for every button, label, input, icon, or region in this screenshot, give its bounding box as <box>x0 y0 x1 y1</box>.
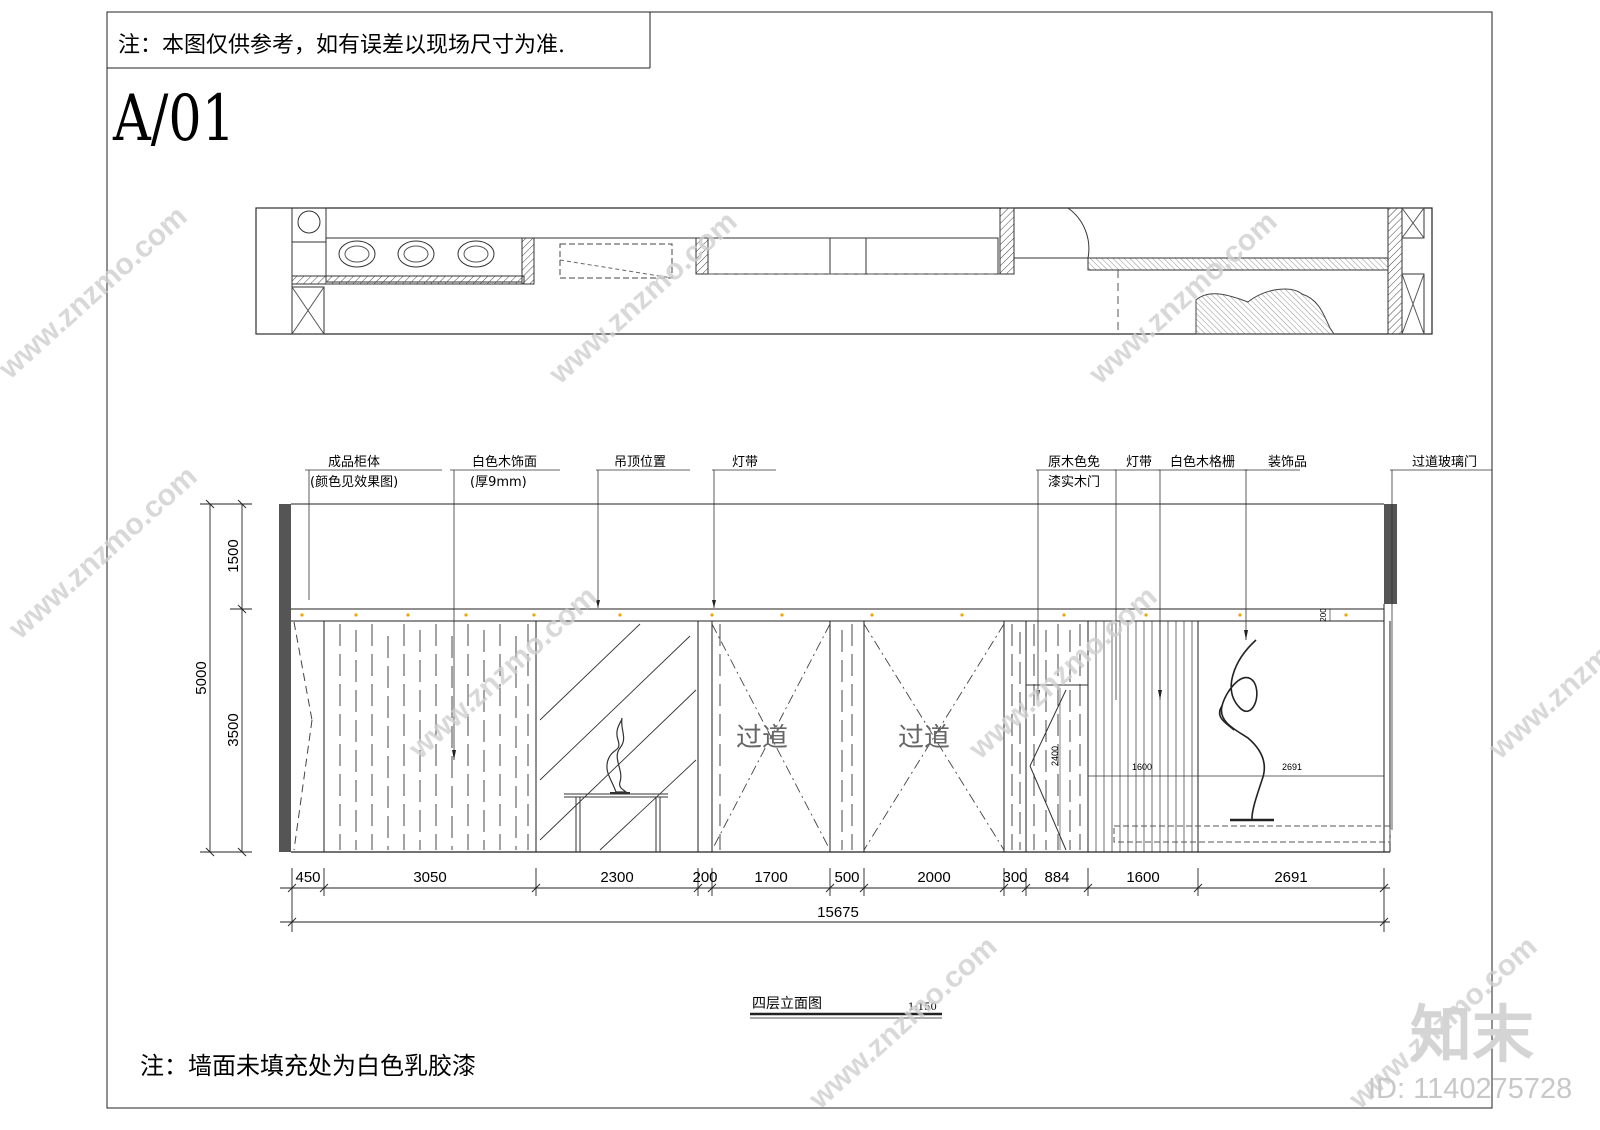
dim-total-height: 5000 <box>193 661 210 694</box>
right-wall <box>1384 504 1397 604</box>
plan-wall-far-right <box>1387 207 1403 335</box>
mirror-panel <box>539 623 697 851</box>
panel-dividers <box>323 621 1199 852</box>
dim-450: 450 <box>295 869 320 886</box>
dim-overall: 15675 <box>817 904 859 921</box>
watermark-5: www.znzmo.com <box>962 580 1164 766</box>
callout-door-2: 漆实木门 <box>1048 474 1100 490</box>
bottom-dimension-lines <box>280 868 1390 932</box>
wood-veneer <box>339 624 1081 850</box>
plan-sink-2 <box>397 240 435 268</box>
sculpture <box>1218 639 1274 822</box>
watermarks: www.znzmo.com www.znzmo.com www.znzmo.co… <box>0 200 1600 1116</box>
callout-light-strip-2: 灯带 <box>1126 455 1152 470</box>
dim-884: 884 <box>1044 869 1069 886</box>
bottom-note: 注：墙面未填充处为白色乳胶漆 <box>140 1052 476 1080</box>
callout-veneer-2: (厚9mm) <box>470 475 527 490</box>
plan-sink-3 <box>457 240 495 268</box>
plan-dashed-ceiling <box>559 243 673 279</box>
passage-label-2: 过道 <box>898 723 950 753</box>
floor-plan <box>255 207 1433 335</box>
callout-glass-door: 过道玻璃门 <box>1412 455 1477 470</box>
dim-lower-height: 3500 <box>225 713 242 746</box>
callout-door-1: 原木色免 <box>1048 454 1100 470</box>
passage-openings <box>711 623 1005 851</box>
callout-cabinet-2: (颜色见效果图) <box>310 474 398 490</box>
brand-id: ID: 1140275728 <box>1368 1073 1572 1105</box>
sheet-frame <box>106 11 1493 1109</box>
callout-decor: 装饰品 <box>1268 455 1307 470</box>
drawing-scale: 1:150 <box>908 1002 937 1013</box>
drawing-title: 四层立面图 <box>752 996 822 1012</box>
inner-dim-1600: 1600 <box>1132 762 1152 772</box>
plan-cylinder <box>297 210 321 234</box>
dim-2000: 2000 <box>917 869 950 886</box>
dim-500: 500 <box>834 869 859 886</box>
watermark-1: www.znzmo.com <box>0 200 193 386</box>
callout-grille: 白色木格栅 <box>1170 454 1235 470</box>
plan-cabinet-x <box>291 286 325 335</box>
elevation: 过道 过道 2400 1600 2691 <box>279 503 1397 853</box>
callouts: 成品柜体 (颜色见效果图) 白色木饰面 (厚9mm) 吊顶位置 灯带 原木色免 … <box>305 454 1492 830</box>
passage-label-1: 过道 <box>736 723 788 753</box>
vertical-dimensions <box>200 499 1331 857</box>
callout-light-strip-1: 灯带 <box>732 455 758 470</box>
dim-300: 300 <box>1002 869 1027 886</box>
plan-wall-hatch <box>291 275 525 285</box>
dim-3050: 3050 <box>413 869 446 886</box>
watermark-7: www.znzmo.com <box>802 930 1004 1116</box>
floor-light-strip <box>1113 825 1391 843</box>
left-wall <box>279 504 291 852</box>
top-note: 注：本图仅供参考，如有误差以现场尺寸为准. <box>118 33 565 58</box>
door-height-dim: 2400 <box>1050 746 1060 766</box>
dim-ceiling-band: 200 <box>1319 608 1328 622</box>
dim-2691: 2691 <box>1274 869 1307 886</box>
plan-decor-rug <box>1195 288 1335 335</box>
plan-sink-1 <box>338 240 376 268</box>
dim-1600: 1600 <box>1126 869 1159 886</box>
plan-wall-right <box>999 207 1015 275</box>
plan-wall-end <box>521 237 535 285</box>
plan-left-column <box>255 207 293 335</box>
brand-logo: 知末 <box>1410 998 1534 1071</box>
watermark-6: www.znzmo.com <box>1482 580 1600 766</box>
ceiling-lights <box>300 613 1348 617</box>
watermark-9: www.znzmo.com <box>2 460 204 646</box>
watermark-2: www.znzmo.com <box>542 205 744 391</box>
sheet-id: A/01 <box>112 82 235 156</box>
bottom-dim-labels: 450 3050 2300 200 1700 500 2000 300 884 … <box>295 869 1307 921</box>
dim-200: 200 <box>692 869 717 886</box>
plan-passage <box>707 237 999 275</box>
callout-cabinet-1: 成品柜体 <box>328 455 380 470</box>
dim-upper-height: 1500 <box>225 539 242 572</box>
plan-cylinder-box <box>291 207 327 243</box>
callout-ceiling: 吊顶位置 <box>614 455 666 470</box>
callout-veneer-1: 白色木饰面 <box>472 454 537 470</box>
console-table <box>564 717 668 852</box>
wood-grille <box>1095 621 1193 852</box>
dim-2300: 2300 <box>600 869 633 886</box>
watermark-4: www.znzmo.com <box>402 580 604 766</box>
inner-dim-2691: 2691 <box>1282 762 1302 772</box>
plan-door-swing <box>1067 207 1090 259</box>
dim-1700: 1700 <box>754 869 787 886</box>
